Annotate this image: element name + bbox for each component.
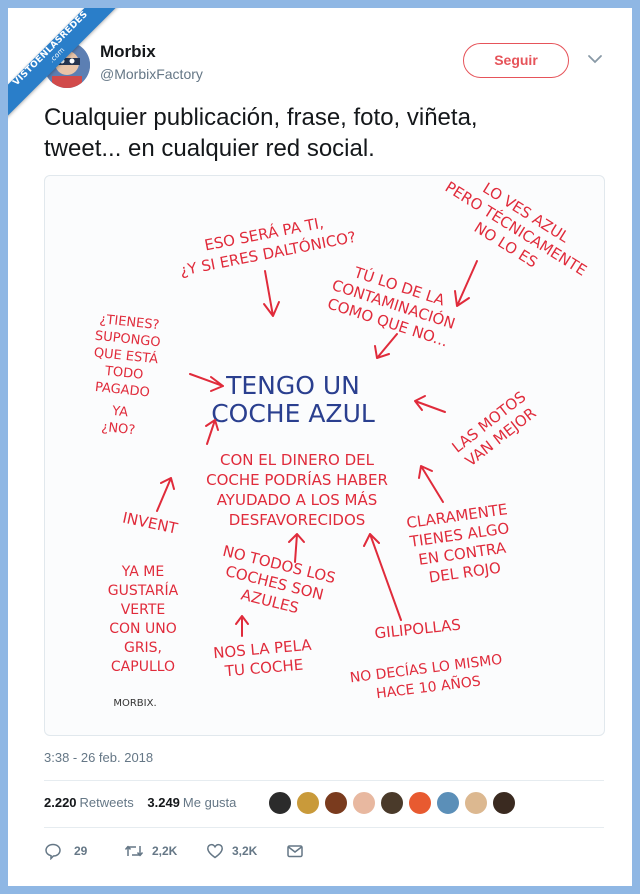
comic-bubble-rojo: CLARAMENTE TIENES ALGO EN CONTRA DEL ROJ… [405,500,510,586]
comic-text: INVENT [121,509,180,538]
arrow-rojo [418,465,444,503]
like-label[interactable]: Me gusta [182,795,237,810]
comic-text: CAPULLO [111,659,175,675]
comic-bubble-motos: LAS MOTOS VAN MEJOR [449,388,540,470]
comic-bubble-gilipollas: GILIPOLLAS [374,616,462,643]
comic-bubble-invent: INVENT [121,509,180,538]
watermark-text: VISTOENLASREDES [11,9,91,89]
arrow-invent [156,477,175,512]
arrow-daltonico [263,270,280,317]
comic-text: VERTE [121,602,166,618]
like-count[interactable]: 3.249 [147,795,180,810]
tweet-actions: 29 2,2K 3,2K [44,840,344,862]
comic-arrows [156,260,478,637]
liker-avatar[interactable] [408,791,432,815]
comic-text: GILIPOLLAS [374,616,462,643]
comic-text: GRIS, [124,640,162,656]
user-name[interactable]: Morbix [100,42,156,61]
user-handle[interactable]: @MorbixFactory [100,66,203,82]
watermark-domain: .com [47,45,67,65]
comic-text: TODO [103,364,144,383]
comic-center: TENGO UN COCHE AZUL [211,371,375,428]
heart-icon [207,843,223,859]
tweet-timestamp[interactable]: 3:38 - 26 feb. 2018 [44,750,154,765]
arrow-contaminacion [374,333,398,359]
comic-text: CON UNO [109,621,176,637]
comic-bubble-hace10: NO DECÍAS LO MISMO HACE 10 AÑOS [349,651,503,702]
liker-avatar[interactable] [464,791,488,815]
comic-text: COCHE PODRÍAS HABER [206,470,388,489]
retweet-icon [124,845,144,857]
comic-bubble-gris: YA ME GUSTARÍA VERTE CON UNO GRIS, CAPUL… [108,564,179,675]
divider [44,827,604,828]
arrow-no-todos [288,533,305,563]
comic-text: AYUDADO A LOS MÁS [217,490,378,509]
arrow-tecnicamente [454,260,478,307]
comic-text: GUSTARÍA [108,582,179,599]
comic-bubble-pagado: ¿TIENES? SUPONGO QUE ESTÁ TODO PAGADO YA… [93,312,161,438]
like-action-count: 3,2K [232,844,258,858]
comic-signature: MORBIX. [113,698,156,709]
comic-text: ¿TIENES? [99,312,160,333]
comic-bubble-tecnicamente: LO VES AZUL PERO TÉCNICAMENTE NO LO ES [442,177,591,280]
envelope-icon [287,845,303,858]
comic-text: ¿NO? [101,420,136,438]
liker-avatar[interactable] [492,791,516,815]
arrow-motos [414,395,446,413]
tweet-line: tweet... en cualquier red social. [44,135,375,162]
arrow-dinero [205,419,219,445]
tweet-image[interactable]: TENGO UN COCHE AZUL ESO SERÁ PA TI, ¿Y S… [44,175,605,736]
retweet-count[interactable]: 2.220 [44,795,77,810]
comic-center-line: COCHE AZUL [211,399,375,428]
comic-text: YA [110,404,128,421]
comic-center-line: TENGO UN [225,371,360,400]
reply-count: 29 [74,844,88,858]
comic-bubble-no-todos: NO TODOS LOS COCHES SON AZULES [221,542,337,617]
arrow-gilipollas [363,533,402,621]
chevron-down-icon[interactable] [586,52,604,66]
liker-avatar[interactable] [268,791,292,815]
liker-avatar[interactable] [380,791,404,815]
comic-bubble-dinero: CON EL DINERO DEL COCHE PODRÍAS HABER AY… [206,451,388,529]
comic-text: DESFAVORECIDOS [229,511,366,529]
liker-avatar[interactable] [352,791,376,815]
liker-avatar[interactable] [296,791,320,815]
liker-avatar[interactable] [324,791,348,815]
watermark-ribbon: VISTOENLASREDES .com [8,8,128,128]
arrow-pela [235,615,249,637]
arrow-pagado [189,373,224,392]
comic-text: CON EL DINERO DEL [220,451,375,469]
comic-text: YA ME [121,564,164,580]
comic-bubble-daltonico: ESO SERÁ PA TI, ¿Y SI ERES DALTÓNICO? [178,213,357,280]
liker-avatar[interactable] [436,791,460,815]
comic-text: SUPONGO [94,329,161,351]
tweet-line: Cualquier publicación, frase, foto, viñe… [44,104,478,131]
retweet-action-count: 2,2K [152,844,178,858]
reply-icon [45,843,61,860]
divider [44,780,604,781]
follow-button[interactable]: Seguir [463,43,569,78]
comic-text: PAGADO [94,380,150,401]
comic-bubble-pela: NOS LA PELA TU COCHE [213,636,313,681]
comic-drawing: TENGO UN COCHE AZUL ESO SERÁ PA TI, ¿Y S… [93,177,591,709]
tweet-text: Cualquier publicación, frase, foto, viñe… [44,102,604,164]
retweet-label[interactable]: Retweets [79,795,134,810]
comic-text: QUE ESTÁ [93,345,159,368]
